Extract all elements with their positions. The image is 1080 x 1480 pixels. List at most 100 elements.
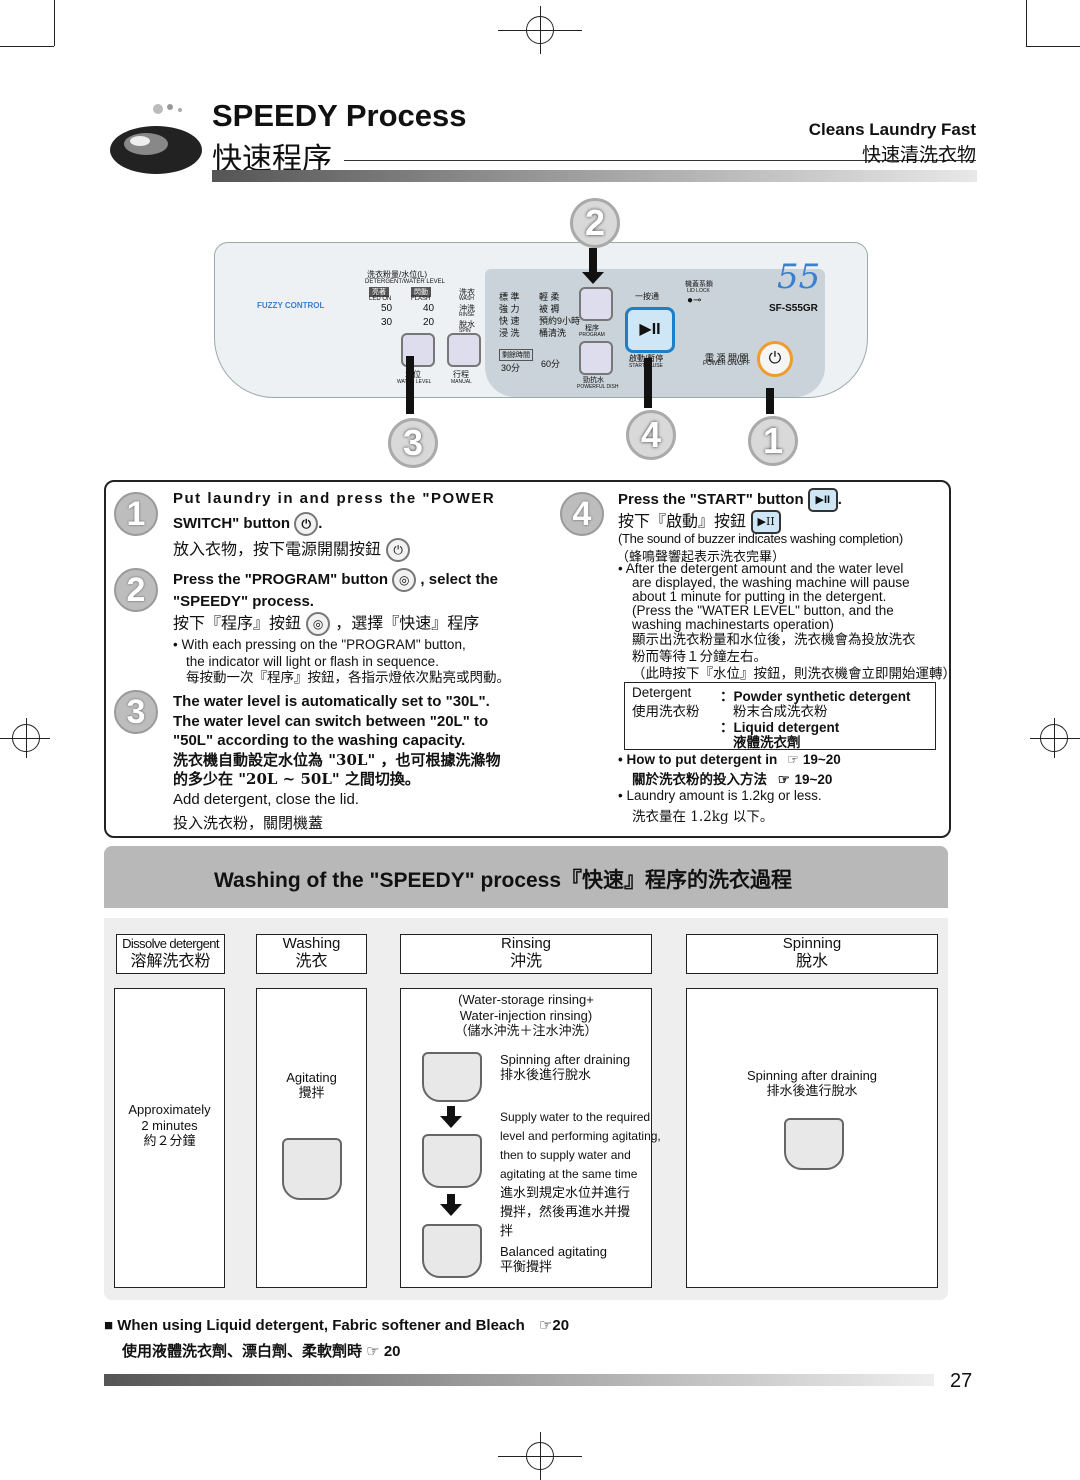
lock-icon: ●⊸: [687, 295, 702, 306]
callout-4: 4: [626, 410, 676, 460]
stage-dissolve-box: [114, 988, 225, 1288]
step-2-text-b: "SPEEDY" process.: [173, 593, 314, 610]
step-1-text-a: Put laundry in and press the "POWER: [173, 490, 496, 507]
dissolve-time: Approximately 2 minutes 約２分鐘: [114, 1102, 225, 1150]
rinsing-sup-cn-b: 攪拌，然後再進水并攪: [500, 1205, 631, 1220]
footer-note-en: ■ When using Liquid detergent, Fabric so…: [104, 1316, 569, 1334]
how-to-cn-ref: 19~20: [794, 772, 833, 787]
callout-arrow: [766, 388, 774, 414]
step-2-cn-a: 按下『程序』按鈕: [173, 613, 302, 633]
program-list-left: 標 準 強 力 快 速 浸 洗: [499, 291, 520, 339]
spinning-cn: 排水後進行脫水: [766, 1084, 858, 1099]
manual-button[interactable]: [447, 333, 481, 367]
stage-rinsing-cn: 沖洗: [509, 951, 542, 970]
registration-mark-right: [1030, 718, 1080, 758]
dissolve-c: 約２分鐘: [143, 1134, 196, 1149]
level-40: 40: [423, 303, 435, 314]
callout-arrow: [644, 358, 652, 408]
how-to-label: How to put detergent in: [626, 752, 778, 767]
detergent-table: [624, 682, 936, 750]
step-4-b1-cn-c: （此時按下『水位』按鈕，則洗衣機會立即開始運轉）: [632, 666, 956, 682]
footer-ref: 20: [552, 1317, 570, 1334]
lid-lock-label-en: LID LOCK: [687, 288, 710, 294]
callout-arrow: [589, 248, 597, 274]
callout-2: 2: [570, 198, 620, 248]
page-number: 27: [950, 1370, 973, 1392]
powerful-button[interactable]: [579, 341, 613, 375]
rinsing-sup-cn-c: 拌: [500, 1224, 514, 1239]
power-button[interactable]: ⏻: [757, 341, 793, 377]
program-button[interactable]: [579, 287, 613, 321]
program-label: 程序: [585, 325, 599, 332]
step-1-text-b-label: SWITCH" button: [173, 514, 291, 532]
step-3-text-a: The water level is automatically set to …: [173, 693, 490, 710]
spin-led-label-en: SPIN: [459, 328, 471, 334]
step-4-bullet: • After the detergent amount and the wat…: [618, 561, 956, 683]
wash-led-label-en: WASH: [459, 296, 474, 302]
power-icon: ⏻: [294, 512, 319, 536]
detergent-liquid-label: Liquid detergent: [733, 720, 840, 735]
rinsing-supply-text: Supply water to the required level and p…: [500, 1108, 661, 1241]
spinning-text: Spinning after draining 排水後進行脫水: [686, 1068, 938, 1100]
registration-mark-left: [0, 718, 50, 758]
step-3-text-b: The water level can switch between "20L"…: [173, 712, 489, 730]
spinning-tub-icon: [422, 1052, 482, 1102]
level-20: 20: [423, 317, 435, 328]
detergent-label-cn: 使用洗衣粉: [632, 704, 700, 720]
crop-mark: [0, 46, 54, 47]
how-to-detergent[interactable]: • How to put detergent in ☞ 19~20: [618, 752, 841, 767]
pointing-hand-icon: ☞: [538, 1317, 553, 1334]
down-arrow: [447, 1106, 455, 1116]
start-pause-button[interactable]: ▶II: [625, 307, 675, 353]
agitating-tub-icon: [282, 1138, 342, 1200]
stage-spinning-cn: 脫水: [795, 951, 828, 970]
balanced-agitating-tub-icon: [422, 1224, 482, 1278]
detergent-level-label-en: DETERGENT/WATER LEVEL: [365, 279, 446, 285]
stage-washing-cn: 洗衣: [295, 951, 328, 970]
footer-ref-cn: 20: [383, 1343, 401, 1360]
stage-spinning-en: Spinning: [782, 935, 842, 952]
dissolve-b: 2 minutes: [141, 1118, 198, 1133]
step-4-b1-b: are displayed, the washing machine will …: [632, 575, 910, 590]
step-1-cn: 放入衣物，按下電源開關按鈕 ⏻: [173, 538, 411, 562]
pointing-hand-icon: ☞: [777, 772, 790, 788]
powerful-label-en: POWERFUL DISH: [577, 384, 619, 390]
lid-lock-label: 機蓋系鎖: [685, 281, 713, 288]
program-heavy: 強 力: [499, 304, 520, 314]
laundry-amount-label: Laundry amount is 1.2kg or less.: [626, 788, 822, 803]
registration-mark-bottom: [498, 1432, 582, 1480]
program-icon: ◎: [306, 612, 331, 636]
washing-cn: 攪拌: [298, 1086, 325, 1101]
rinsing-balanced-text: Balanced agitating 平衡攪拌: [500, 1244, 607, 1276]
header-band: [212, 170, 977, 182]
stage-washing-en: Washing: [282, 935, 341, 952]
step-3-cn-c: 投入洗衣粉，關閉機蓋: [173, 814, 324, 832]
rinsing-spin-en: Spinning after draining: [500, 1052, 631, 1067]
callout-arrow: [406, 356, 414, 414]
pointing-hand-icon: ☞: [366, 1343, 380, 1360]
step-2-bullet-b: the indicator will light or flash in seq…: [186, 654, 439, 669]
step-4-b1-d: (Press the "WATER LEVEL" button, and the: [632, 603, 894, 618]
flash-label-en: FLASH: [411, 296, 431, 302]
program-soak: 浸 洗: [499, 328, 520, 338]
step-3-cn-a: 洗衣機自動設定水位為 "30L" ，也可根據洗滌物: [173, 750, 501, 769]
pointing-hand-icon: ☞: [787, 752, 800, 767]
crop-mark: [1026, 46, 1080, 47]
step-4-cn: 按下『啟動』按鈕 ▶II: [618, 510, 782, 534]
spin-led-label: 脫水: [459, 320, 475, 329]
rinsing-hd-cn: （儲水沖洗＋注水沖洗）: [454, 1024, 598, 1039]
how-to-detergent-cn[interactable]: 關於洗衣粉的投入方法 ☞ 19~20: [632, 768, 832, 788]
step-4-b1-cn-a: 顯示出洗衣粉量和水位後，洗衣機會為投放洗衣: [632, 632, 916, 648]
timer-60: 60分: [541, 359, 561, 369]
control-panel: FUZZY CONTROL 洗衣粉量/水位(L) DETERGENT/WATER…: [214, 242, 868, 398]
how-to-cn-label: 關於洗衣粉的投入方法: [632, 772, 767, 788]
step-3-number: 3: [114, 690, 158, 734]
bubble-logo: [104, 104, 204, 176]
step-2-text-a: Press the "PROGRAM" button ◎ , select th…: [173, 568, 498, 592]
stage-dissolve-cn: 溶解洗衣粉: [130, 951, 211, 970]
power-icon: ⏻: [386, 538, 411, 562]
step-2-bullet-cn: 每按動一次『程序』按鈕，各指示燈依次點亮或閃動。: [186, 670, 510, 686]
rinsing-sup-b: level and performing agitating,: [500, 1129, 661, 1143]
detergent-label-en: Detergent: [632, 685, 692, 700]
step-4-b1-cn-b: 粉而等待１分鐘左右。: [632, 649, 767, 665]
